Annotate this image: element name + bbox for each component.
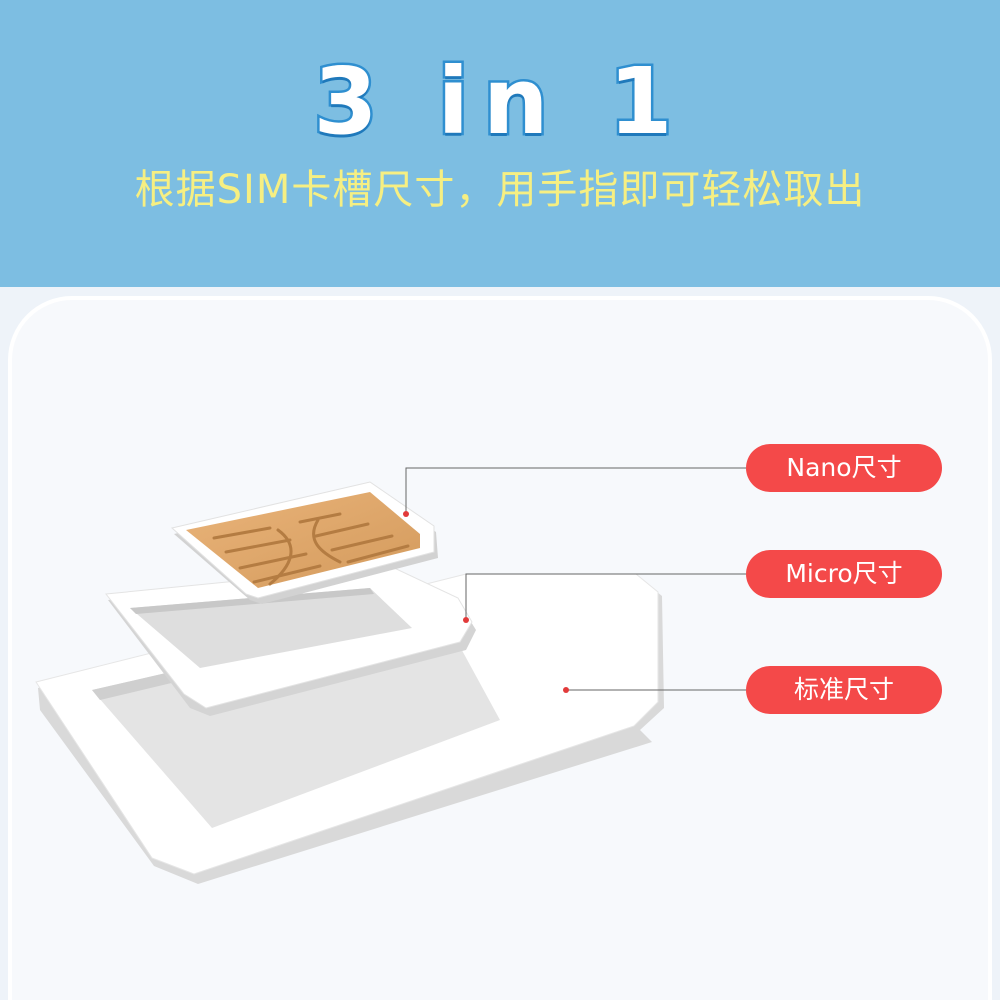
nano-sim-card-icon: [170, 481, 438, 604]
nano-callout-line: [405, 467, 746, 514]
nano-size-label: Nano尺寸: [746, 444, 942, 492]
header-banner: 3 in 1 根据SIM卡槽尺寸，用手指即可轻松取出: [0, 0, 1000, 287]
callout-lines: [403, 467, 746, 693]
page-subtitle: 根据SIM卡槽尺寸，用手指即可轻松取出: [134, 167, 866, 213]
micro-size-label: Micro尺寸: [746, 550, 942, 598]
nano-callout-dot: [403, 511, 409, 517]
page-title: 3 in 1: [311, 48, 687, 155]
standard-callout-dot: [563, 687, 569, 693]
standard-size-label: 标准尺寸: [746, 666, 942, 714]
micro-sim-adapter-icon: [105, 565, 476, 716]
micro-callout-dot: [463, 617, 469, 623]
sim-chip-icon: [186, 492, 420, 588]
micro-callout-line: [465, 573, 746, 620]
